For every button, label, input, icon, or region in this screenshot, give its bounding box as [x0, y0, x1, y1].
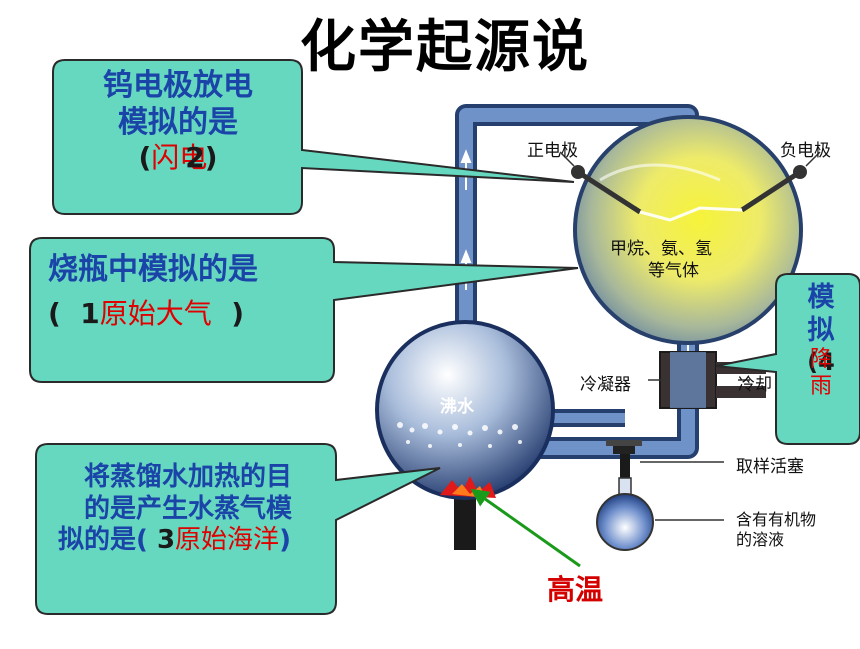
rain-callout-text: 模 拟 (4 降 雨	[792, 282, 850, 401]
open-paren: (	[138, 141, 152, 175]
positive-electrode-label: 正电极	[527, 141, 578, 161]
rain-char2: 拟	[807, 314, 835, 346]
water-callout-text: 将蒸馏水加热的目 的是产生水蒸气模 拟的是( 3原始海洋)	[44, 462, 332, 557]
gas-flask	[571, 115, 807, 345]
burner-stand	[454, 490, 476, 550]
rain-num: 4	[818, 347, 835, 376]
water-num: 3	[156, 525, 176, 556]
leader-lines	[559, 151, 821, 381]
rain-answer-line: (4	[792, 348, 850, 377]
positive-electrode-rod	[576, 169, 642, 215]
rain-answer2: 雨	[809, 373, 832, 399]
electrode-answer-line: (闪电2)	[60, 141, 296, 175]
electrode-answer: 闪电	[151, 141, 208, 175]
sampling-valve-label: 取样活塞	[736, 457, 804, 477]
callout-electrode	[52, 59, 575, 215]
callout-rain	[715, 273, 860, 445]
close-paren: )	[231, 296, 245, 330]
flask-answer: 原始大气	[99, 296, 212, 330]
boiling-water-label: 沸水	[440, 397, 474, 417]
negative-electrode-label: 负电极	[780, 141, 831, 161]
solution-label: 含有有机物 的溶液	[736, 510, 816, 550]
water-answer-line: 拟的是( 3原始海洋)	[44, 525, 332, 557]
sampling-valve	[606, 440, 724, 478]
open-paren: (	[48, 296, 61, 330]
water-line1: 将蒸馏水加热的目	[83, 462, 292, 492]
solution-label-line2: 的溶液	[736, 530, 785, 549]
electrode-line1: 钨电极放电	[103, 68, 253, 103]
water-answer: 原始海洋	[175, 525, 280, 556]
gas-label-line2: 等气体	[648, 261, 699, 281]
water-line3: 拟的是(	[58, 525, 148, 556]
negative-electrode-rod	[740, 169, 802, 213]
electrode-callout-text: 钨电极放电 模拟的是 (闪电2)	[60, 68, 296, 175]
high-temp-label: 高温	[547, 573, 604, 606]
flask-num: 1	[80, 296, 100, 330]
solution-label-line1: 含有有机物	[736, 510, 817, 529]
spark-icon	[639, 206, 743, 222]
rain-char1: 模	[807, 282, 835, 313]
close-paren: )	[204, 141, 218, 175]
rain-answer1: 降	[809, 347, 832, 373]
cooling-label: 冷却	[738, 375, 772, 395]
flask-answer-line: ( 1原始大气 )	[48, 297, 340, 331]
boiling-flask	[375, 320, 555, 550]
open-paren: (	[807, 347, 819, 376]
electrode-line2: 模拟的是	[118, 104, 238, 140]
water-line2: 的是产生水蒸气模	[83, 493, 292, 524]
callout-flask	[29, 237, 579, 383]
electrode-num: 2	[185, 141, 205, 175]
callout-water	[35, 443, 441, 615]
high-temp-arrow	[470, 488, 581, 568]
condenser-label: 冷凝器	[580, 375, 631, 395]
page-title: 化学起源说	[300, 14, 590, 80]
gas-label-line1: 甲烷、氨、氢	[610, 239, 712, 259]
flask-callout-text: 烧瓶中模拟的是 ( 1原始大气 )	[36, 252, 340, 331]
flask-line1: 烧瓶中模拟的是	[48, 252, 258, 287]
close-paren: )	[279, 525, 291, 556]
solution-flask	[596, 477, 724, 551]
